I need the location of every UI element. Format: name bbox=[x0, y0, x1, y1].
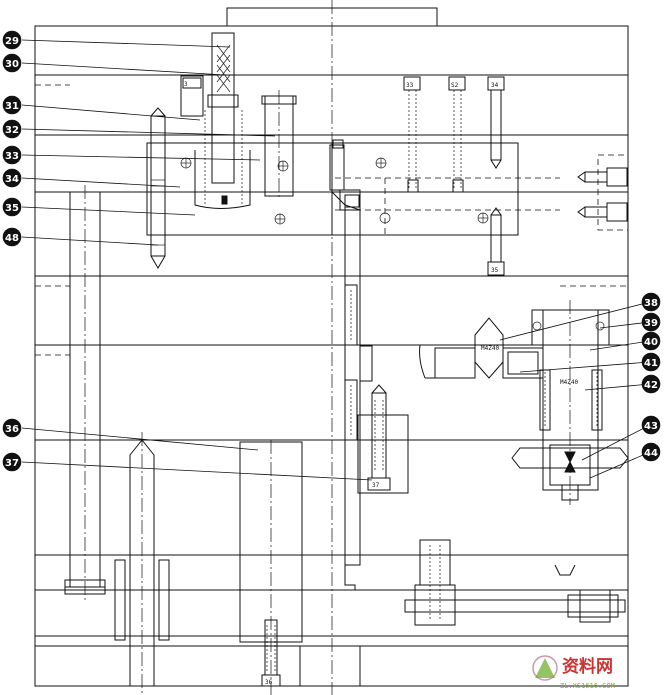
gear-mechanism: M4Z40 M4Z40 bbox=[419, 300, 629, 505]
balloon-29: 29 bbox=[2, 30, 22, 50]
guide-post-lower bbox=[114, 432, 170, 695]
guide-pillar-left bbox=[64, 185, 106, 600]
leader-lines bbox=[21, 39, 651, 481]
balloon-39: 39 bbox=[641, 312, 661, 332]
balloon-36-label: 36 bbox=[5, 424, 19, 435]
balloon-37-label: 37 bbox=[5, 458, 19, 469]
support-column: 36 bbox=[239, 440, 361, 695]
balloon-41-label: 41 bbox=[644, 358, 658, 369]
bottom-cylinder bbox=[404, 539, 626, 626]
gear-left-label: M4Z40 bbox=[481, 345, 499, 352]
balloon-48-label: 48 bbox=[5, 233, 19, 244]
screw-block: 37 bbox=[357, 384, 409, 494]
sprue-bush-assembly bbox=[180, 32, 297, 209]
balloon-37: 37 bbox=[2, 452, 22, 472]
balloon-44: 44 bbox=[641, 442, 661, 462]
balloon-34-label: 34 bbox=[5, 174, 19, 185]
balloon-31-label: 31 bbox=[5, 101, 19, 112]
balloon-42: 42 bbox=[641, 374, 661, 394]
balloon-34: 34 bbox=[2, 168, 22, 188]
watermark-brand: 资料网 bbox=[562, 656, 613, 677]
balloon-33: 33 bbox=[2, 145, 22, 165]
balloon-32-label: 32 bbox=[5, 125, 19, 136]
balloon-32: 32 bbox=[2, 119, 22, 139]
gear-right-label: M4Z40 bbox=[560, 379, 578, 386]
screw-label-9: 3 bbox=[184, 81, 188, 88]
balloon-29-label: 29 bbox=[5, 36, 19, 47]
balloon-40-label: 40 bbox=[644, 337, 658, 348]
plate-block-upper bbox=[146, 142, 560, 236]
screw-label-7: 37 bbox=[372, 482, 380, 489]
balloon-31: 31 bbox=[2, 95, 22, 115]
watermark: 资料网 ZL.XS1616.COM bbox=[532, 655, 615, 690]
balloon-39-label: 39 bbox=[644, 318, 658, 329]
top-screws: 33 S2 34 35 3 bbox=[184, 76, 505, 276]
balloon-36: 36 bbox=[2, 418, 22, 438]
balloon-35: 35 bbox=[2, 197, 22, 217]
balloon-30-label: 30 bbox=[5, 59, 19, 70]
balloon-48: 48 bbox=[2, 227, 22, 247]
return-pin bbox=[150, 107, 166, 269]
balloon-44-label: 44 bbox=[644, 448, 658, 459]
mold-frame bbox=[34, 7, 629, 687]
balloon-30: 30 bbox=[2, 53, 22, 73]
balloon-38-label: 38 bbox=[644, 298, 658, 309]
balloon-40: 40 bbox=[641, 331, 661, 351]
screw-label-1: 33 bbox=[406, 82, 414, 89]
screw-label-2: S2 bbox=[451, 82, 459, 89]
watermark-url: ZL.XS1616.COM bbox=[560, 682, 615, 690]
center-slide-rail bbox=[329, 139, 373, 590]
balloon-43: 43 bbox=[641, 415, 661, 435]
screw-label-6: 35 bbox=[491, 267, 499, 274]
balloon-42-label: 42 bbox=[644, 380, 658, 391]
right-fittings bbox=[577, 154, 629, 231]
balloon-41: 41 bbox=[641, 352, 661, 372]
balloon-35-label: 35 bbox=[5, 203, 19, 214]
screw-label-4: 34 bbox=[491, 82, 499, 89]
balloon-38: 38 bbox=[641, 292, 661, 312]
balloon-33-label: 33 bbox=[5, 151, 19, 162]
balloon-43-label: 43 bbox=[644, 421, 658, 432]
screw-label-8: 36 bbox=[265, 679, 273, 686]
